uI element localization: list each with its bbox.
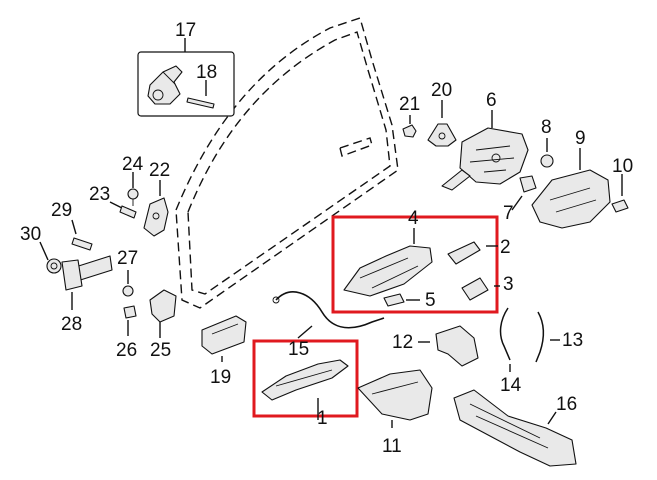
callout-22: 22 (149, 160, 170, 181)
callout-8: 8 (541, 117, 552, 138)
part-26-screw (123, 305, 137, 336)
part-21-bolt (402, 115, 417, 138)
part-24-bolt (127, 172, 139, 206)
callout-27: 27 (117, 248, 138, 269)
part-23-screw (109, 201, 137, 219)
callout-26: 26 (116, 340, 137, 361)
callout-28: 28 (61, 314, 82, 335)
callout-16: 16 (556, 394, 577, 415)
part-4-handle-bracket (343, 228, 433, 297)
part-12-bracket (418, 325, 479, 367)
callout-labels: 1 2 3 4 5 6 7 8 9 10 11 12 13 14 15 16 1… (20, 20, 633, 457)
door-outline (175, 17, 399, 309)
part-17-lock-cylinder-group (137, 38, 235, 117)
callout-23: 23 (89, 184, 110, 205)
callout-17: 17 (175, 20, 196, 41)
callout-30: 30 (20, 224, 41, 245)
callout-11: 11 (382, 436, 402, 457)
callout-5: 5 (425, 290, 436, 311)
callout-18: 18 (196, 62, 217, 83)
callout-2: 2 (500, 237, 511, 258)
part-28-door-check (61, 255, 113, 310)
part-29-screw (71, 219, 93, 251)
part-9-actuator-cover (531, 148, 611, 229)
callout-13: 13 (562, 330, 583, 351)
callout-6: 6 (486, 90, 497, 111)
callout-4: 4 (408, 208, 419, 229)
part-18-key (186, 80, 215, 109)
part-13-cable (535, 311, 560, 363)
part-11-shield (357, 369, 433, 428)
part-2-trim (447, 241, 498, 265)
part-5-screw (383, 293, 420, 307)
part-19-control-module (201, 315, 247, 362)
part-7-cap (511, 175, 537, 211)
callout-1: 1 (317, 408, 328, 429)
callout-29: 29 (51, 200, 72, 221)
callout-25: 25 (150, 340, 171, 361)
part-25-hinge-lower (149, 289, 177, 338)
part-15-rod (272, 291, 385, 339)
callout-14: 14 (500, 375, 522, 396)
part-1-outside-handle (261, 359, 349, 420)
part-10-screw (611, 174, 629, 213)
callout-9: 9 (575, 128, 586, 149)
part-3-cap (461, 277, 500, 301)
part-27-bolt (122, 270, 134, 297)
callout-3: 3 (503, 274, 514, 295)
part-6-door-latch (441, 110, 529, 191)
callout-7: 7 (503, 203, 514, 224)
highlight-box-inner-handle-group (331, 215, 500, 314)
callout-12: 12 (392, 332, 413, 353)
part-16-interior-trim (453, 389, 577, 467)
callout-24: 24 (122, 154, 144, 175)
part-14-cable (499, 307, 511, 372)
callout-21: 21 (399, 94, 420, 115)
part-20-bracket (427, 100, 457, 147)
part-22-hinge-upper (143, 180, 169, 237)
highlight-box-outer-handle (252, 339, 359, 420)
part-8-grommet (540, 138, 554, 168)
callout-20: 20 (431, 80, 452, 101)
callout-15: 15 (288, 339, 309, 360)
callout-10: 10 (612, 156, 633, 177)
part-30-washer (39, 241, 62, 274)
callout-19: 19 (210, 367, 231, 388)
